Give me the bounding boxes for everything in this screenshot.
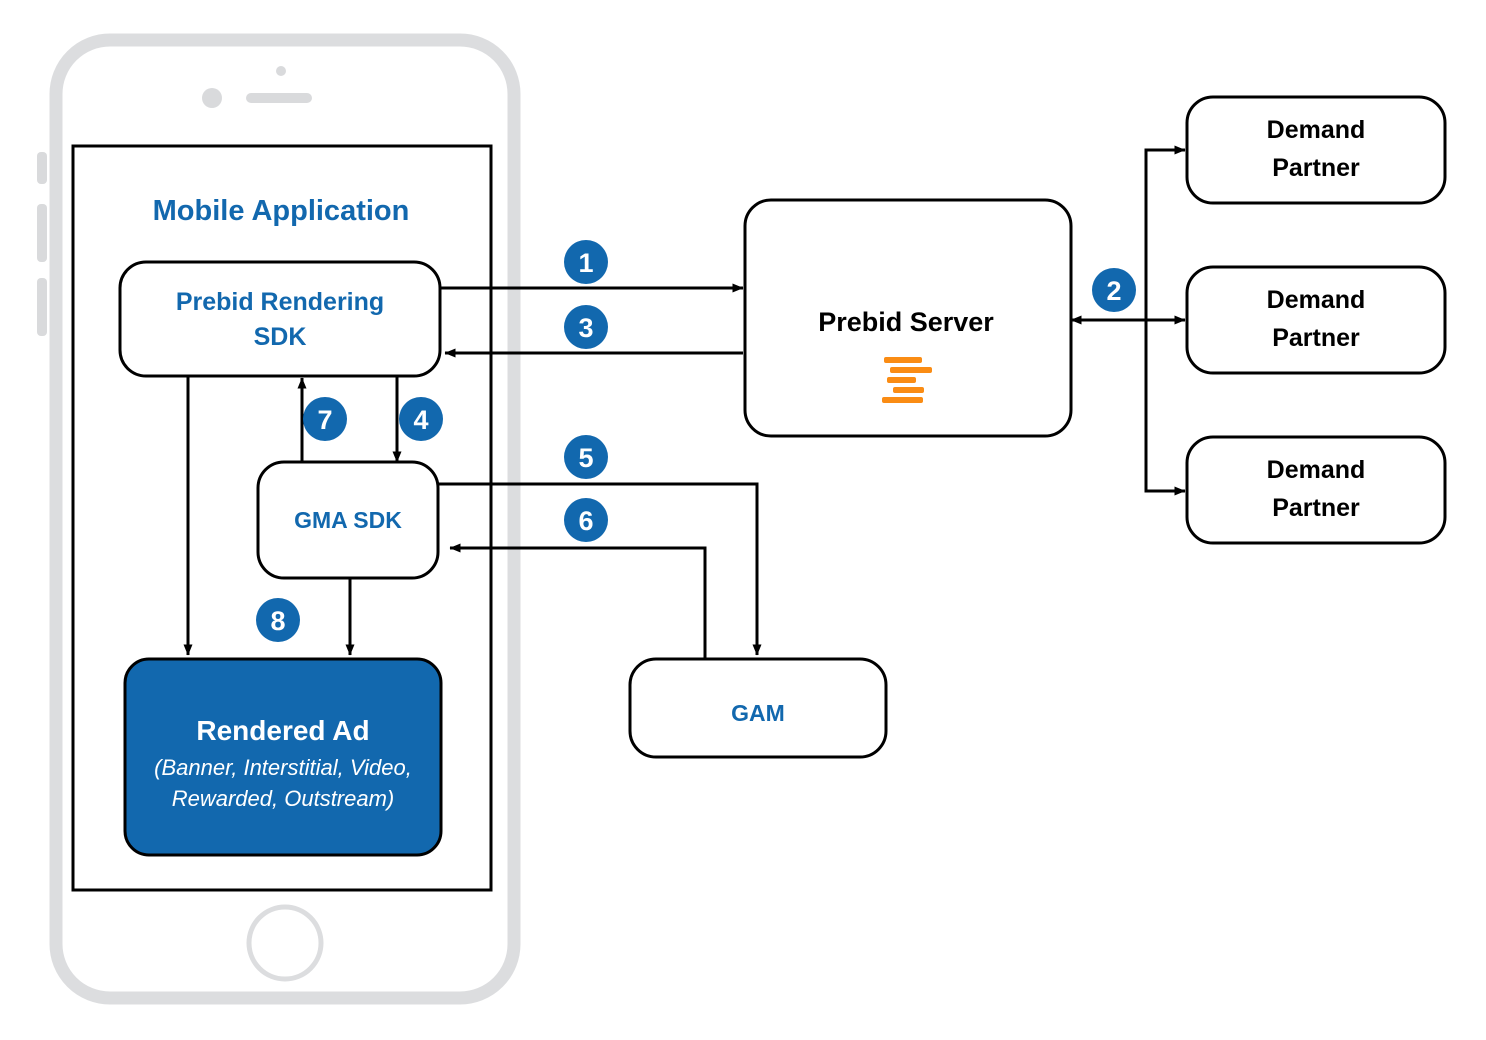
step-badge-4: 4 (399, 397, 443, 441)
prebid-rendering-sdk-label-line1: Prebid Rendering (176, 288, 384, 316)
step-badge-7-label: 7 (317, 405, 332, 435)
rendered-ad-subtitle-line1: (Banner, Interstitial, Video, (154, 755, 412, 780)
node-prebid-rendering-sdk[interactable]: Prebid Rendering SDK (118, 260, 442, 378)
step-badge-3: 3 (564, 305, 608, 349)
demand-partner-3-label-line2: Partner (1272, 494, 1360, 522)
node-demand-partner-2[interactable]: Demand Partner (1185, 265, 1447, 375)
gam-label: GAM (731, 700, 785, 726)
prebid-server-label: Prebid Server (818, 307, 994, 337)
mobile-application-title: Mobile Application (153, 195, 410, 227)
node-gma-sdk[interactable]: GMA SDK (256, 460, 440, 580)
step-badge-5: 5 (564, 435, 608, 479)
node-rendered-ad[interactable]: Rendered Ad (Banner, Interstitial, Video… (123, 657, 443, 857)
rendered-ad-title: Rendered Ad (196, 715, 369, 746)
prebid-logo-icon (882, 357, 932, 403)
phone-mute-button (37, 152, 47, 184)
demand-partner-2-label-line1: Demand (1267, 286, 1366, 314)
node-gam[interactable]: GAM (628, 657, 888, 759)
flow-arrow-2-branch-bottom (1144, 320, 1186, 496)
demand-partner-3-label-line1: Demand (1267, 456, 1366, 484)
node-demand-partner-1[interactable]: Demand Partner (1185, 95, 1447, 205)
step-badge-3-circle (564, 305, 608, 349)
step-badge-5-label: 5 (578, 443, 593, 473)
step-badges: 1 2 3 4 5 6 7 (256, 240, 1136, 642)
step-badge-4-circle (399, 397, 443, 441)
step-badge-8-circle (256, 598, 300, 642)
phone-volume-up-button (37, 204, 47, 262)
flow-arrow-6 (449, 543, 707, 660)
flow-arrow-2-branch-top (1144, 145, 1186, 320)
phone-front-camera-icon (276, 66, 286, 76)
step-badge-7: 7 (303, 397, 347, 441)
step-badge-6-circle (564, 498, 608, 542)
phone-earpiece-speaker (246, 93, 312, 103)
prebid-rendering-sdk-label-line2: SDK (254, 323, 307, 351)
step-badge-1: 1 (564, 240, 608, 284)
node-demand-partner-3[interactable]: Demand Partner (1185, 435, 1447, 545)
prebid-rendering-sdk-box[interactable] (118, 260, 442, 378)
gma-sdk-label: GMA SDK (294, 507, 402, 533)
phone-volume-down-button (37, 278, 47, 336)
flow-arrow-5 (437, 482, 762, 656)
step-badge-2-circle (1092, 268, 1136, 312)
flow-connectors (183, 145, 1186, 660)
demand-partner-1-box[interactable] (1185, 95, 1447, 205)
phone-proximity-sensor-icon (202, 88, 222, 108)
step-badge-4-label: 4 (413, 405, 428, 435)
node-prebid-server[interactable]: Prebid Server (743, 198, 1073, 438)
phone-home-button[interactable] (246, 904, 324, 982)
step-badge-6: 6 (564, 498, 608, 542)
gam-box[interactable] (628, 657, 888, 759)
step-badge-1-label: 1 (578, 248, 593, 278)
step-badge-7-circle (303, 397, 347, 441)
demand-partner-1-label-line2: Partner (1272, 154, 1360, 182)
step-badge-6-label: 6 (578, 506, 593, 536)
demand-partner-3-box[interactable] (1185, 435, 1447, 545)
gma-sdk-box[interactable] (256, 460, 440, 580)
step-badge-2-label: 2 (1106, 276, 1121, 306)
step-badge-8-label: 8 (270, 606, 285, 636)
step-badge-1-circle (564, 240, 608, 284)
rendered-ad-subtitle-line2: Rewarded, Outstream) (172, 786, 395, 811)
demand-partner-2-label-line2: Partner (1272, 324, 1360, 352)
demand-partner-2-box[interactable] (1185, 265, 1447, 375)
step-badge-2: 2 (1092, 268, 1136, 312)
step-badge-8: 8 (256, 598, 300, 642)
prebid-server-box[interactable] (743, 198, 1073, 438)
step-badge-5-circle (564, 435, 608, 479)
rendered-ad-box[interactable] (123, 657, 443, 857)
step-badge-3-label: 3 (578, 313, 593, 343)
demand-partner-1-label-line1: Demand (1267, 116, 1366, 144)
